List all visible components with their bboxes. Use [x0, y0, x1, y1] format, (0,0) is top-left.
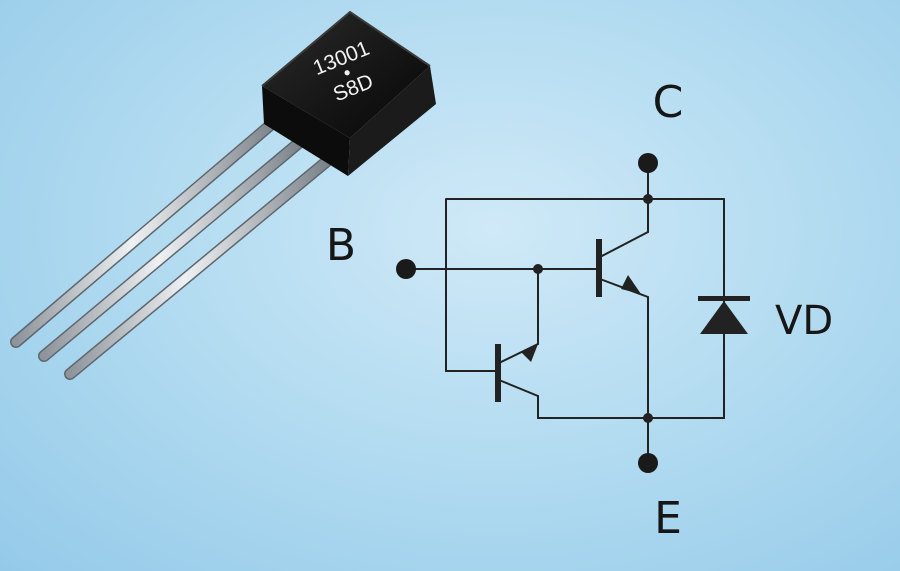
marking-dot	[344, 70, 350, 76]
lead-middle	[38, 136, 306, 362]
lead-right	[64, 156, 332, 380]
upper-collector-diagonal	[599, 231, 649, 258]
diode-symbol	[698, 296, 750, 334]
junction-collector	[643, 194, 653, 204]
label-emitter: E	[654, 493, 682, 544]
wire-top-frame	[445, 198, 725, 419]
schematic	[405, 162, 725, 464]
upper-transistor-base-bar	[596, 239, 602, 297]
terminal-emitter	[638, 453, 658, 473]
label-collector: C	[653, 77, 684, 128]
package-side	[348, 66, 436, 176]
lead-left	[10, 116, 280, 348]
terminal-collector	[638, 153, 658, 173]
junction-base	[533, 264, 543, 274]
label-base: B	[326, 220, 356, 271]
upper-emitter-arrow	[621, 275, 641, 294]
terminal-base	[396, 259, 416, 279]
label-diode: VD	[775, 298, 833, 344]
junction-emitter	[643, 413, 653, 423]
lower-transistor-base-bar	[495, 344, 501, 402]
to92-package: 13001 S8D	[10, 10, 436, 380]
lower-emitter-arrow	[521, 344, 538, 362]
lower-emitter-diagonal	[498, 379, 539, 397]
package-front	[262, 86, 350, 176]
